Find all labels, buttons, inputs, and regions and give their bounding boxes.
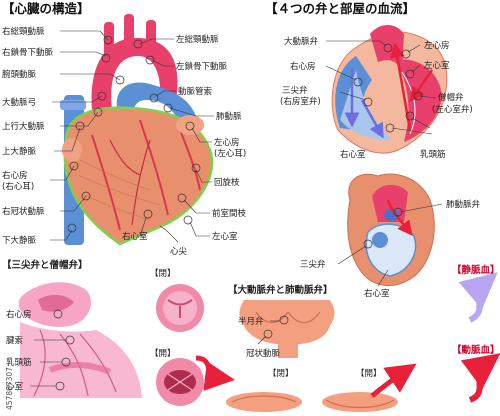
label-superior-vena-cava: 上大静脈 — [2, 146, 37, 157]
label-right-common-carotid: 右総頸動脈 — [2, 26, 45, 37]
label-right-ventricle: 右心室 — [122, 231, 148, 242]
section-heart-illustration — [347, 173, 435, 287]
title-tricuspid-mitral: 【三尖弁と僧帽弁】 — [2, 259, 88, 271]
label-inferior-vena-cava: 下大静脈 — [2, 235, 37, 246]
tm-label-open: 【開】 — [150, 349, 176, 359]
valve-chamber-leaders — [30, 309, 75, 391]
flow-label-mitral: 僧帽弁 — [438, 92, 464, 103]
legend-arterial-arrow — [460, 353, 500, 403]
label-pulmonary-artery: 肺動脈 — [216, 111, 242, 122]
label-left-common-carotid: 左総頸動脈 — [176, 34, 219, 45]
section-leaders — [337, 203, 443, 287]
tm-label-papillary: 乳頭筋 — [6, 357, 32, 368]
flow-label-right-ventricle: 右心室 — [340, 149, 366, 160]
label-aortic-arch: 大動脈弓 — [2, 97, 36, 108]
tm-open-arrow — [195, 355, 235, 392]
semilunar-leaders — [257, 315, 289, 345]
label-left-subclavian: 左鎖骨下動脈 — [176, 61, 228, 72]
section-label-tricuspid: 三尖弁 — [300, 259, 326, 270]
tm-label-closed: 【閉】 — [150, 269, 176, 279]
title-aortic-pulmonary: 【大動脈弁と肺動脈弁】 — [228, 284, 333, 296]
flow-leaders — [325, 40, 437, 135]
tm-label-right-atrium: 右心房 — [6, 309, 32, 320]
label-left-atrium-ear: (左心耳) — [214, 148, 246, 159]
label-left-ventricle: 左心室 — [212, 231, 238, 242]
heart-leaders — [50, 30, 214, 243]
flow-label-tricuspid-alt: (右房室弁) — [280, 96, 321, 107]
ap-label-closed: 【閉】 — [268, 369, 294, 379]
flow-label-mitral-alt: (左心室弁) — [432, 104, 473, 115]
flow-label-aortic-valve: 大動脈弁 — [284, 36, 319, 47]
label-circumflex: 回旋枝 — [214, 177, 240, 188]
tm-label-chordae: 腱索 — [6, 335, 23, 346]
title-valves-flow: 【４つの弁と部屋の血流】 — [265, 1, 415, 16]
heart-body-shape — [63, 106, 214, 246]
label-right-subclavian: 右鎖骨下動脈 — [2, 47, 54, 58]
ap-label-open: 【開】 — [356, 369, 382, 379]
flow-label-left-ventricle: 左心室 — [424, 60, 450, 71]
valve-chamber-illustration — [18, 282, 142, 398]
ap-label-coronary: 冠状動脈 — [246, 348, 281, 359]
section-label-pulmonary-valve: 肺動脈弁 — [446, 199, 481, 210]
tm-label-ventricle: 心室 — [6, 381, 24, 392]
flow-label-right-atrium: 右心房 — [290, 61, 316, 72]
label-anterior-interventricular: 前室間枝 — [212, 208, 247, 219]
title-heart-structure: 【心臓の構造】 — [2, 1, 90, 16]
legend-venous-arrow — [458, 272, 498, 323]
flow-label-papillary: 乳頭筋 — [420, 149, 446, 160]
flow-label-left-atrium: 左心房 — [424, 40, 450, 51]
label-ascending-aorta: 上行大動脈 — [2, 121, 45, 132]
label-left-atrium: 左心房 — [214, 137, 240, 148]
label-brachiocephalic: 腕頭動脈 — [2, 69, 37, 80]
ap-valve-closed — [226, 392, 302, 412]
label-right-atrium: 右心房 — [2, 170, 28, 181]
ap-valve-open — [322, 392, 398, 412]
tm-valve-closed — [156, 284, 204, 332]
flow-heart-illustration — [331, 25, 448, 154]
ap-open-arrow — [370, 363, 417, 398]
pulmonary-artery-shape — [116, 82, 196, 120]
watermark-id: 457867307 — [5, 367, 14, 410]
legend-arterial-label: 【動脈血】 — [452, 344, 500, 356]
flow-label-tricuspid: 三尖弁 — [282, 85, 308, 96]
tm-valve-open — [156, 358, 204, 406]
legend-venous-label: 【静脈血】 — [452, 264, 500, 276]
section-label-right-ventricle: 右心室 — [364, 288, 390, 299]
label-right-atrium-ear: (右心耳) — [2, 181, 34, 192]
ap-label-semilunar: 半月弁 — [238, 316, 264, 327]
label-ductus: 動脈管索 — [178, 86, 212, 97]
label-right-coronary: 右冠状動脈 — [2, 206, 45, 217]
heart-illustration — [60, 14, 214, 246]
label-apex: 心尖 — [170, 246, 188, 257]
semilunar-valve-illustration — [239, 300, 335, 358]
